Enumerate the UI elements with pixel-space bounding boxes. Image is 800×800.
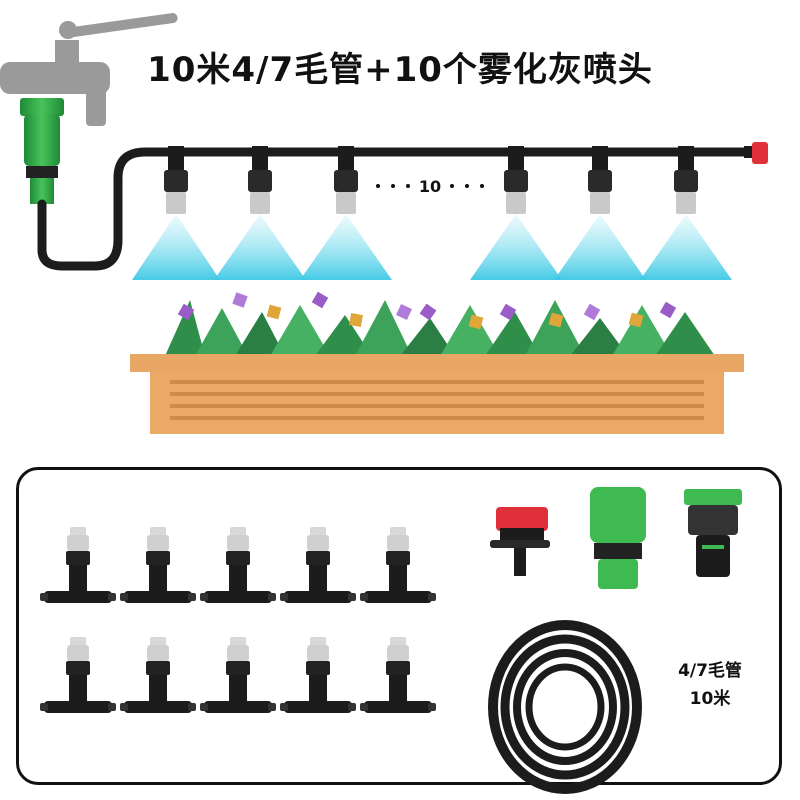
hose-coil-icon bbox=[488, 620, 642, 794]
irrigation-illustration: 10 bbox=[0, 13, 768, 434]
mist-sprays bbox=[132, 214, 732, 280]
tap-adapter-icon bbox=[684, 489, 742, 577]
sprinkler-tee-set bbox=[40, 527, 436, 713]
sprinkler-count-indicator bbox=[376, 184, 484, 188]
end-plug-icon bbox=[744, 142, 768, 164]
faucet-icon bbox=[0, 13, 178, 126]
hose-spec-size: 4/7毛管 bbox=[678, 661, 742, 681]
quick-connector-icon bbox=[590, 487, 646, 589]
hose-spec-label: 4/7毛管 10米 bbox=[655, 657, 765, 713]
planter-box-icon bbox=[130, 354, 744, 434]
end-plug-icon bbox=[490, 507, 550, 576]
hose-spec-length: 10米 bbox=[689, 689, 731, 709]
page-title: 10米4/7毛管+10个雾化灰喷头 bbox=[147, 50, 653, 90]
sprinkler-count-label: 10 bbox=[419, 177, 441, 196]
plants bbox=[165, 291, 715, 356]
kit-contents-frame bbox=[16, 467, 782, 785]
sprinkler-nozzle-icon bbox=[164, 146, 698, 214]
tap-connector bbox=[20, 98, 64, 204]
main-hose bbox=[37, 147, 753, 271]
